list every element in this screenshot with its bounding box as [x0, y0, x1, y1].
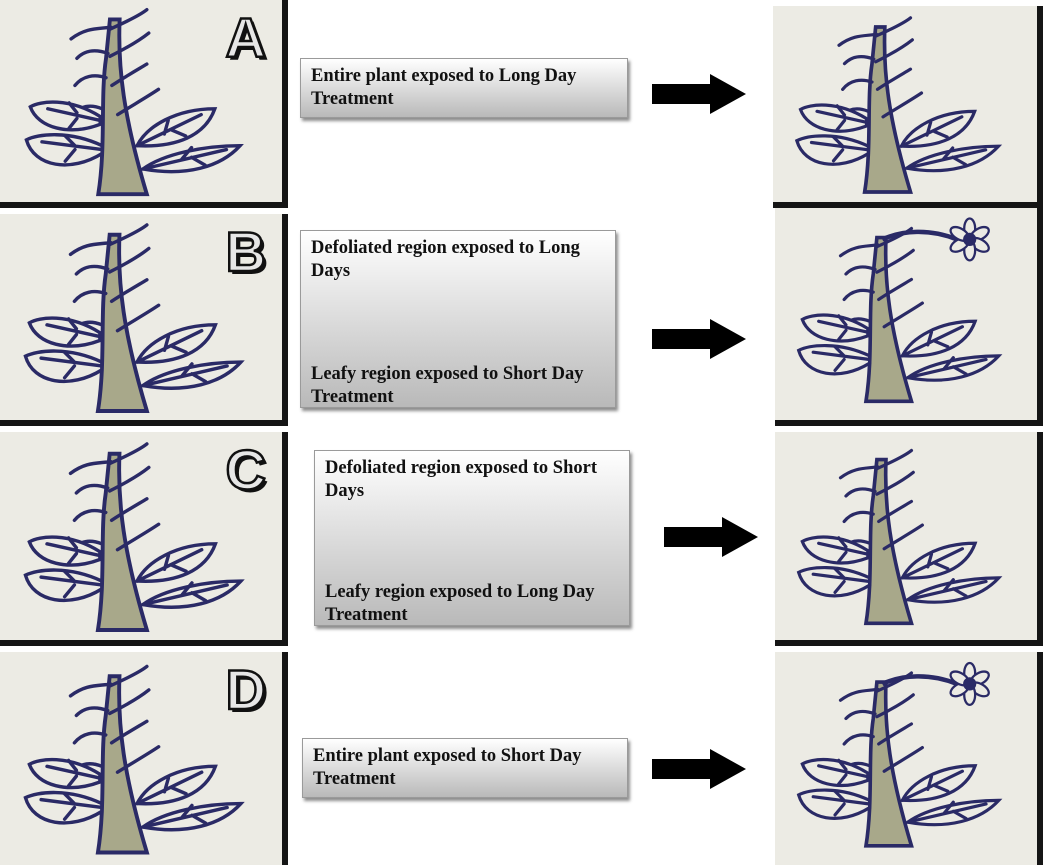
plant-panel-d-before: D: [0, 652, 288, 865]
plant-panel-d-after: [775, 652, 1043, 865]
plant-sketch-icon: [775, 432, 1037, 640]
treatment-text-a-top: Entire plant exposed to Long Day Treatme…: [311, 66, 577, 109]
right-arrow-icon: [652, 316, 752, 362]
plant-sketch-icon: [775, 208, 1037, 420]
panel-letter-a: A: [224, 6, 267, 69]
plant-panel-c-after: [775, 432, 1043, 646]
right-arrow-icon: [652, 746, 752, 792]
treatment-label-b: Defoliated region exposed to Long Days L…: [300, 230, 616, 408]
plant-sketch-icon: [773, 6, 1037, 202]
treatment-text-b-bottom: Leafy region exposed to Short Day Treatm…: [311, 364, 584, 407]
right-arrow-icon: [664, 514, 764, 560]
plant-panel-b-before: B: [0, 214, 288, 426]
treatment-label-c: Defoliated region exposed to Short Days …: [314, 450, 630, 626]
plant-panel-b-after: [775, 208, 1043, 426]
plant-panel-a-after: [773, 6, 1043, 208]
plant-panel-c-before: C: [0, 432, 288, 646]
right-arrow-icon: [652, 71, 752, 117]
treatment-label-a: Entire plant exposed to Long Day Treatme…: [300, 58, 628, 118]
treatment-text-b-top: Defoliated region exposed to Long Days: [311, 238, 580, 281]
treatment-text-d-top: Entire plant exposed to Short Day Treatm…: [313, 746, 582, 789]
treatment-label-d: Entire plant exposed to Short Day Treatm…: [302, 738, 628, 798]
treatment-text-c-top: Defoliated region exposed to Short Days: [325, 458, 597, 501]
plant-sketch-icon: [775, 652, 1037, 865]
plant-panel-a-before: A: [0, 0, 288, 208]
panel-letter-c: C: [224, 438, 267, 501]
panel-letter-d: D: [224, 658, 267, 721]
treatment-text-c-bottom: Leafy region exposed to Long Day Treatme…: [325, 582, 595, 625]
panel-letter-b: B: [224, 220, 267, 283]
